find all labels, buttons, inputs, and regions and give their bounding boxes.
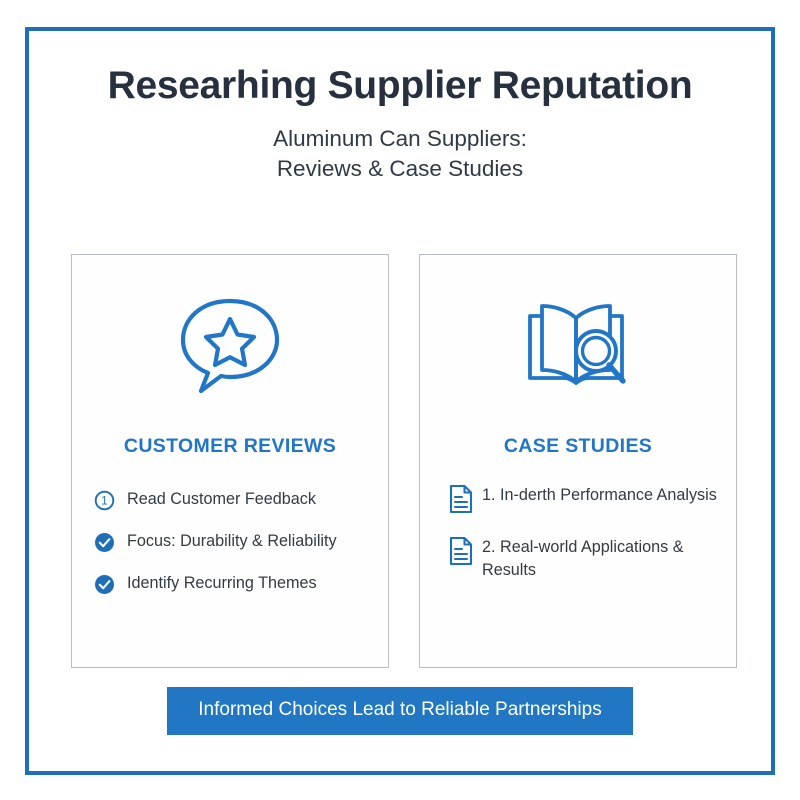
numbered-circle-1-icon: 1 [94,490,115,511]
card-row: CUSTOMER REVIEWS 1 Read Customer Feedbac… [71,254,737,668]
header: Researhing Supplier Reputation Aluminum … [29,65,771,185]
list-item[interactable]: Identify Recurring Themes [94,572,374,595]
list-item[interactable]: 1. In-derth Performance Analysis [448,484,722,514]
check-circle-icon [94,532,115,553]
list-customer-reviews: 1 Read Customer Feedback [72,488,388,595]
list-item-label: Focus: Durability & Reliability [127,532,337,550]
card-heading-customer-reviews: CUSTOMER REVIEWS [123,435,337,457]
list-item[interactable]: 1 Read Customer Feedback [94,488,374,511]
list-item-label: Read Customer Feedback [127,490,316,508]
list-item[interactable]: Focus: Durability & Reliability [94,530,374,553]
page-title: Researhing Supplier Reputation [107,64,693,107]
list-item[interactable]: 2. Real-world Applications & Results [448,536,722,583]
footer-banner[interactable]: Informed Choices Lead to Reliable Partne… [167,687,633,735]
document-icon [448,484,474,514]
poster-border-frame: Researhing Supplier Reputation Aluminum … [25,27,775,775]
card-heading-case-studies: CASE STUDIES [503,435,653,457]
list-item-label: 2. Real-world Applications & Results [482,538,684,580]
footer-banner-area: Informed Choices Lead to Reliable Partne… [29,687,771,735]
card-customer-reviews[interactable]: CUSTOMER REVIEWS 1 Read Customer Feedbac… [71,254,389,668]
list-case-studies: 1. In-derth Performance Analysis [420,484,736,583]
page-subtitle: Aluminum Can Suppliers: Reviews & Case S… [29,124,771,184]
speech-bubble-star-icon [72,271,388,421]
card-case-studies[interactable]: CASE STUDIES [419,254,737,668]
list-item-label: Identify Recurring Themes [127,574,317,592]
document-icon [448,536,474,566]
list-item-label: 1. In-derth Performance Analysis [482,486,717,504]
check-circle-icon [94,574,115,595]
poster-content: Researhing Supplier Reputation Aluminum … [29,31,771,771]
subtitle-line-1: Aluminum Can Suppliers: [273,126,527,152]
book-magnifier-icon [420,271,736,421]
subtitle-line-2: Reviews & Case Studies [276,156,524,182]
svg-text:1: 1 [101,496,107,508]
